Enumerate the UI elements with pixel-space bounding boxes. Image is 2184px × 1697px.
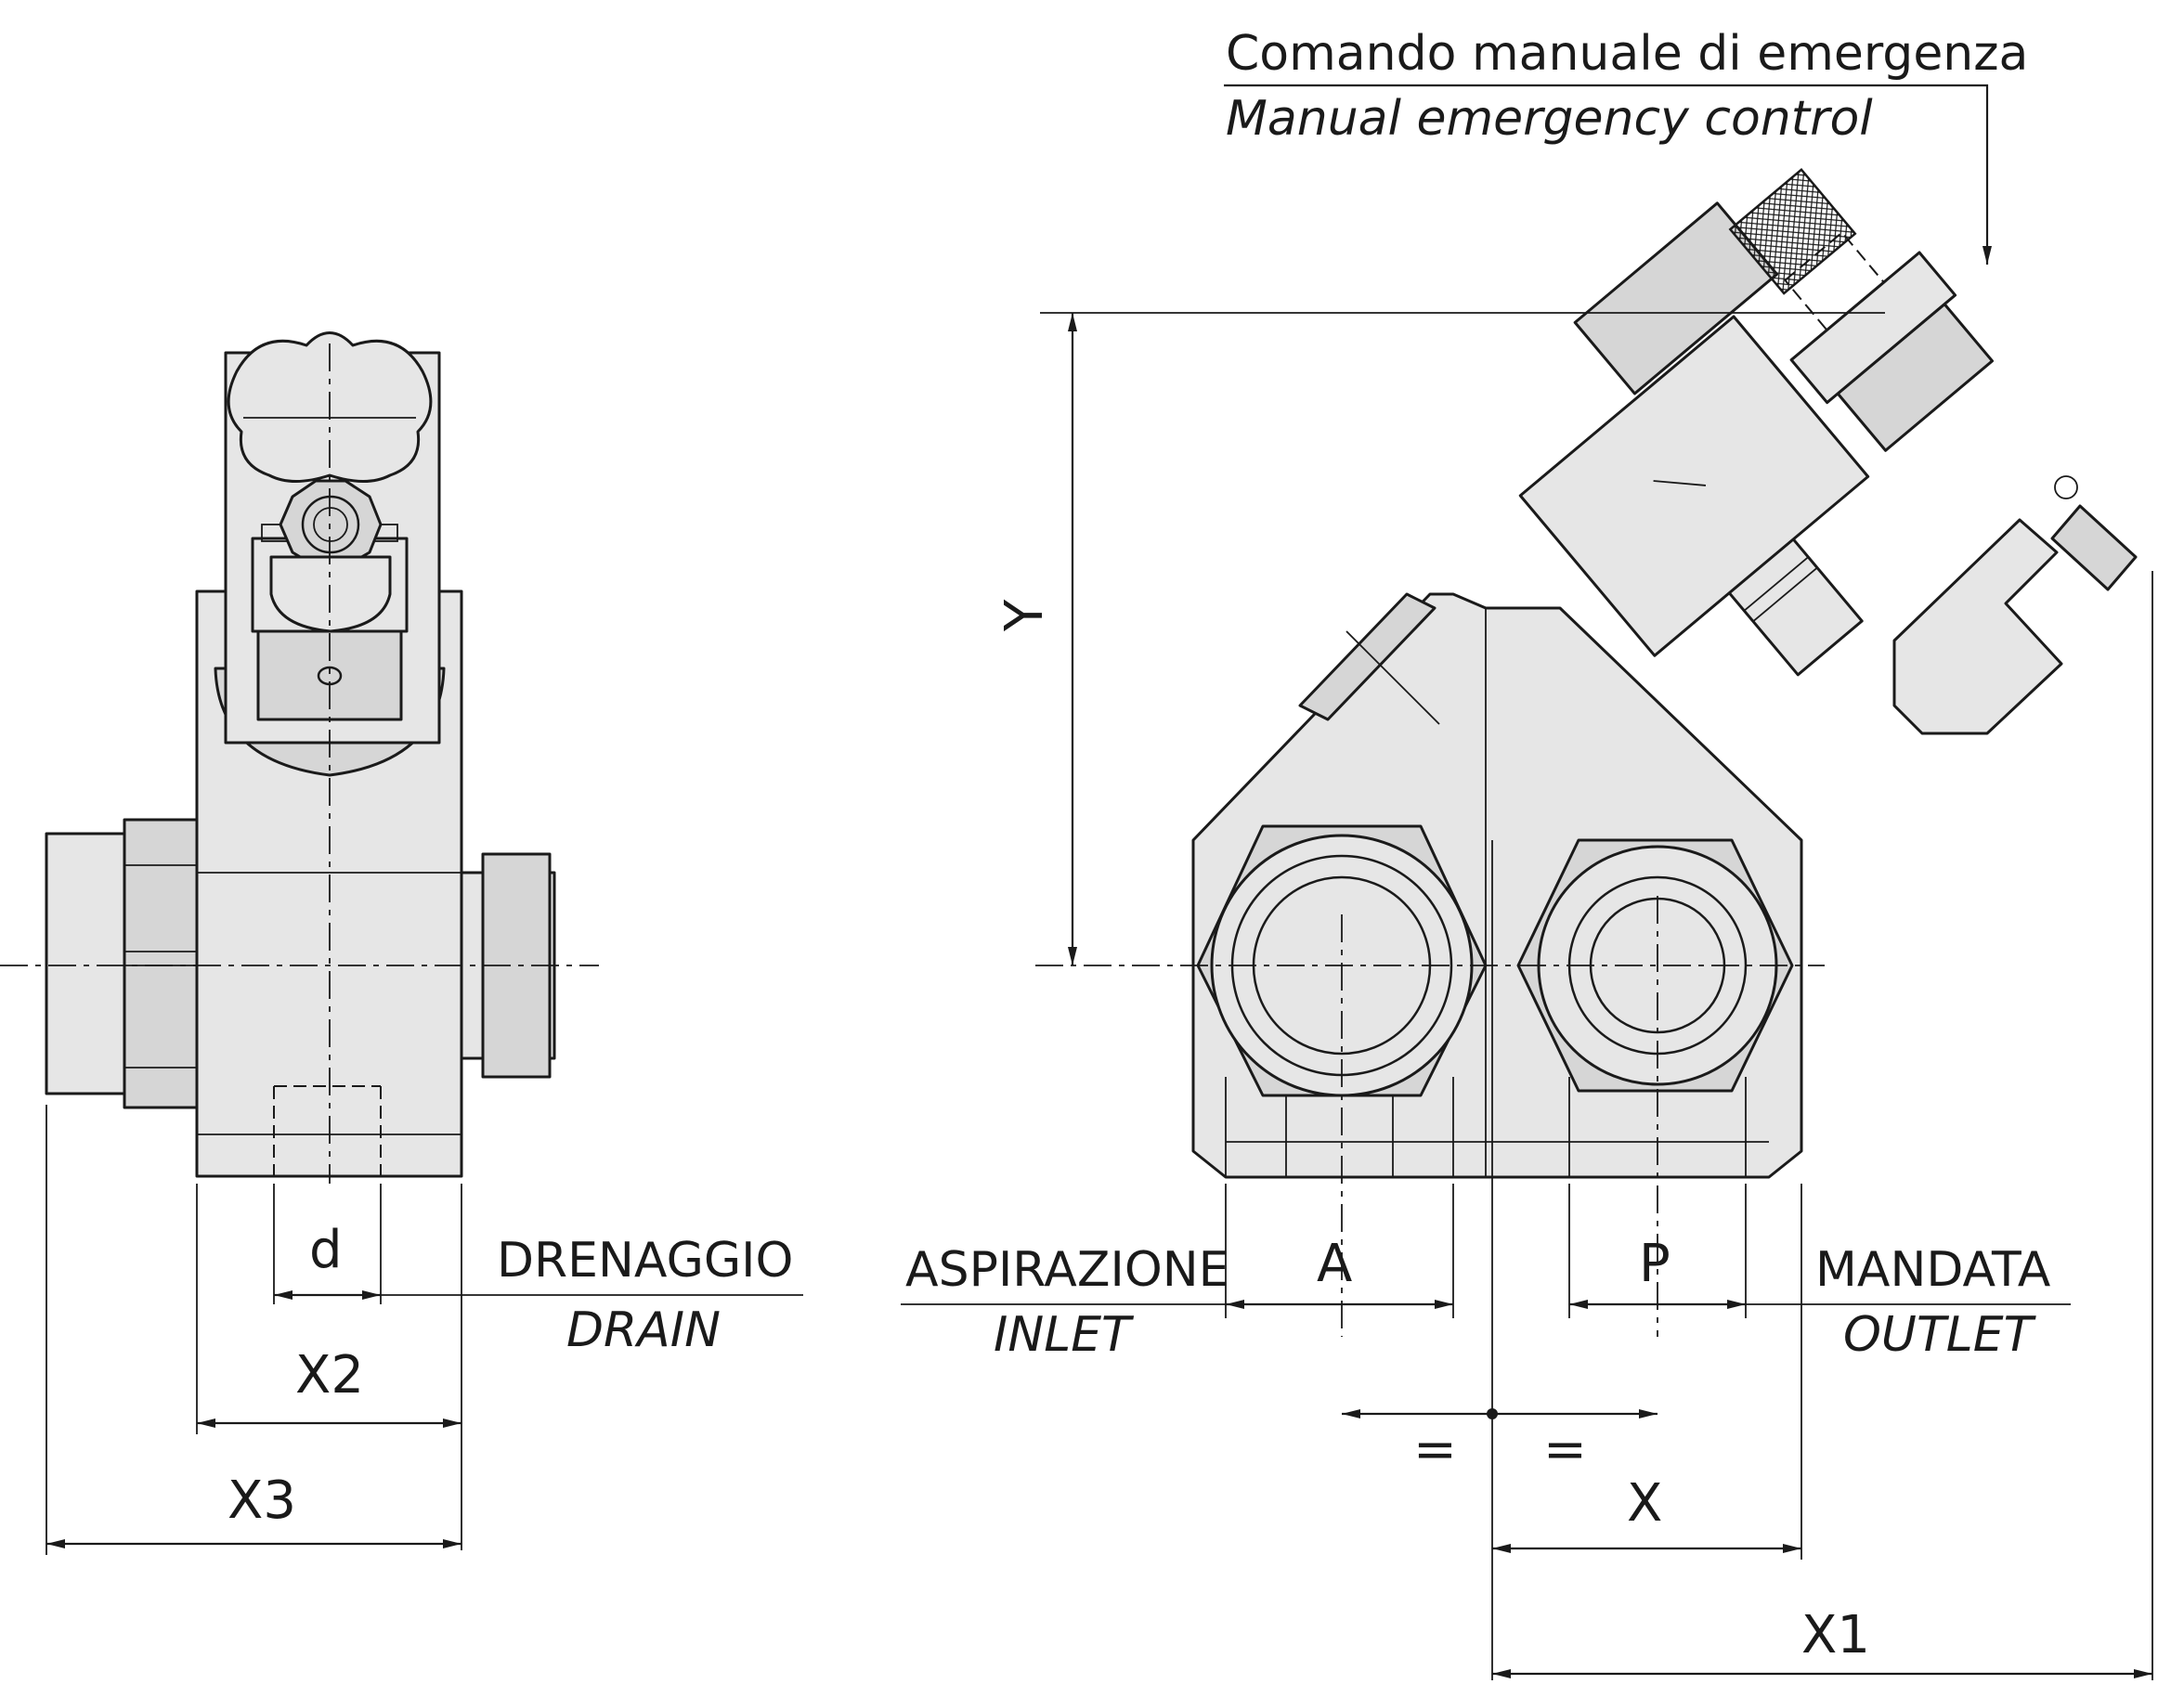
side-left-fitting (46, 834, 124, 1094)
dim-x-text: X (1627, 1473, 1662, 1534)
side-left-fitting-hex (124, 820, 199, 1108)
dim-x2-text: X2 (295, 1345, 364, 1406)
drain-label-en: DRAIN (566, 1302, 721, 1358)
drain-label-it: DRENAGGIO (497, 1233, 793, 1289)
callout-label-en: Manual emergency control (1226, 91, 1873, 147)
dim-eq-right-text: = (1543, 1419, 1587, 1480)
callout-label-it: Comando manuale di emergenza (1226, 26, 2028, 82)
connector-block (1894, 520, 2061, 733)
dim-a-text: A (1317, 1234, 1352, 1294)
dim-eq-left-text: = (1413, 1419, 1457, 1480)
dim-x1-text: X1 (1801, 1605, 1870, 1665)
dim-p-text: P (1639, 1234, 1670, 1294)
dim-x3-text: X3 (228, 1470, 296, 1531)
inlet-label-it: ASPIRAZIONE (905, 1242, 1229, 1298)
dim-y-text: Y (994, 599, 1055, 632)
dim-d-text: d (309, 1220, 343, 1280)
side-view (0, 333, 599, 1185)
front-view (1035, 146, 2136, 1337)
inlet-label-en: INLET (994, 1307, 1135, 1363)
outlet-label-en: OUTLET (1843, 1307, 2037, 1363)
outlet-label-it: MANDATA (1815, 1242, 2051, 1298)
